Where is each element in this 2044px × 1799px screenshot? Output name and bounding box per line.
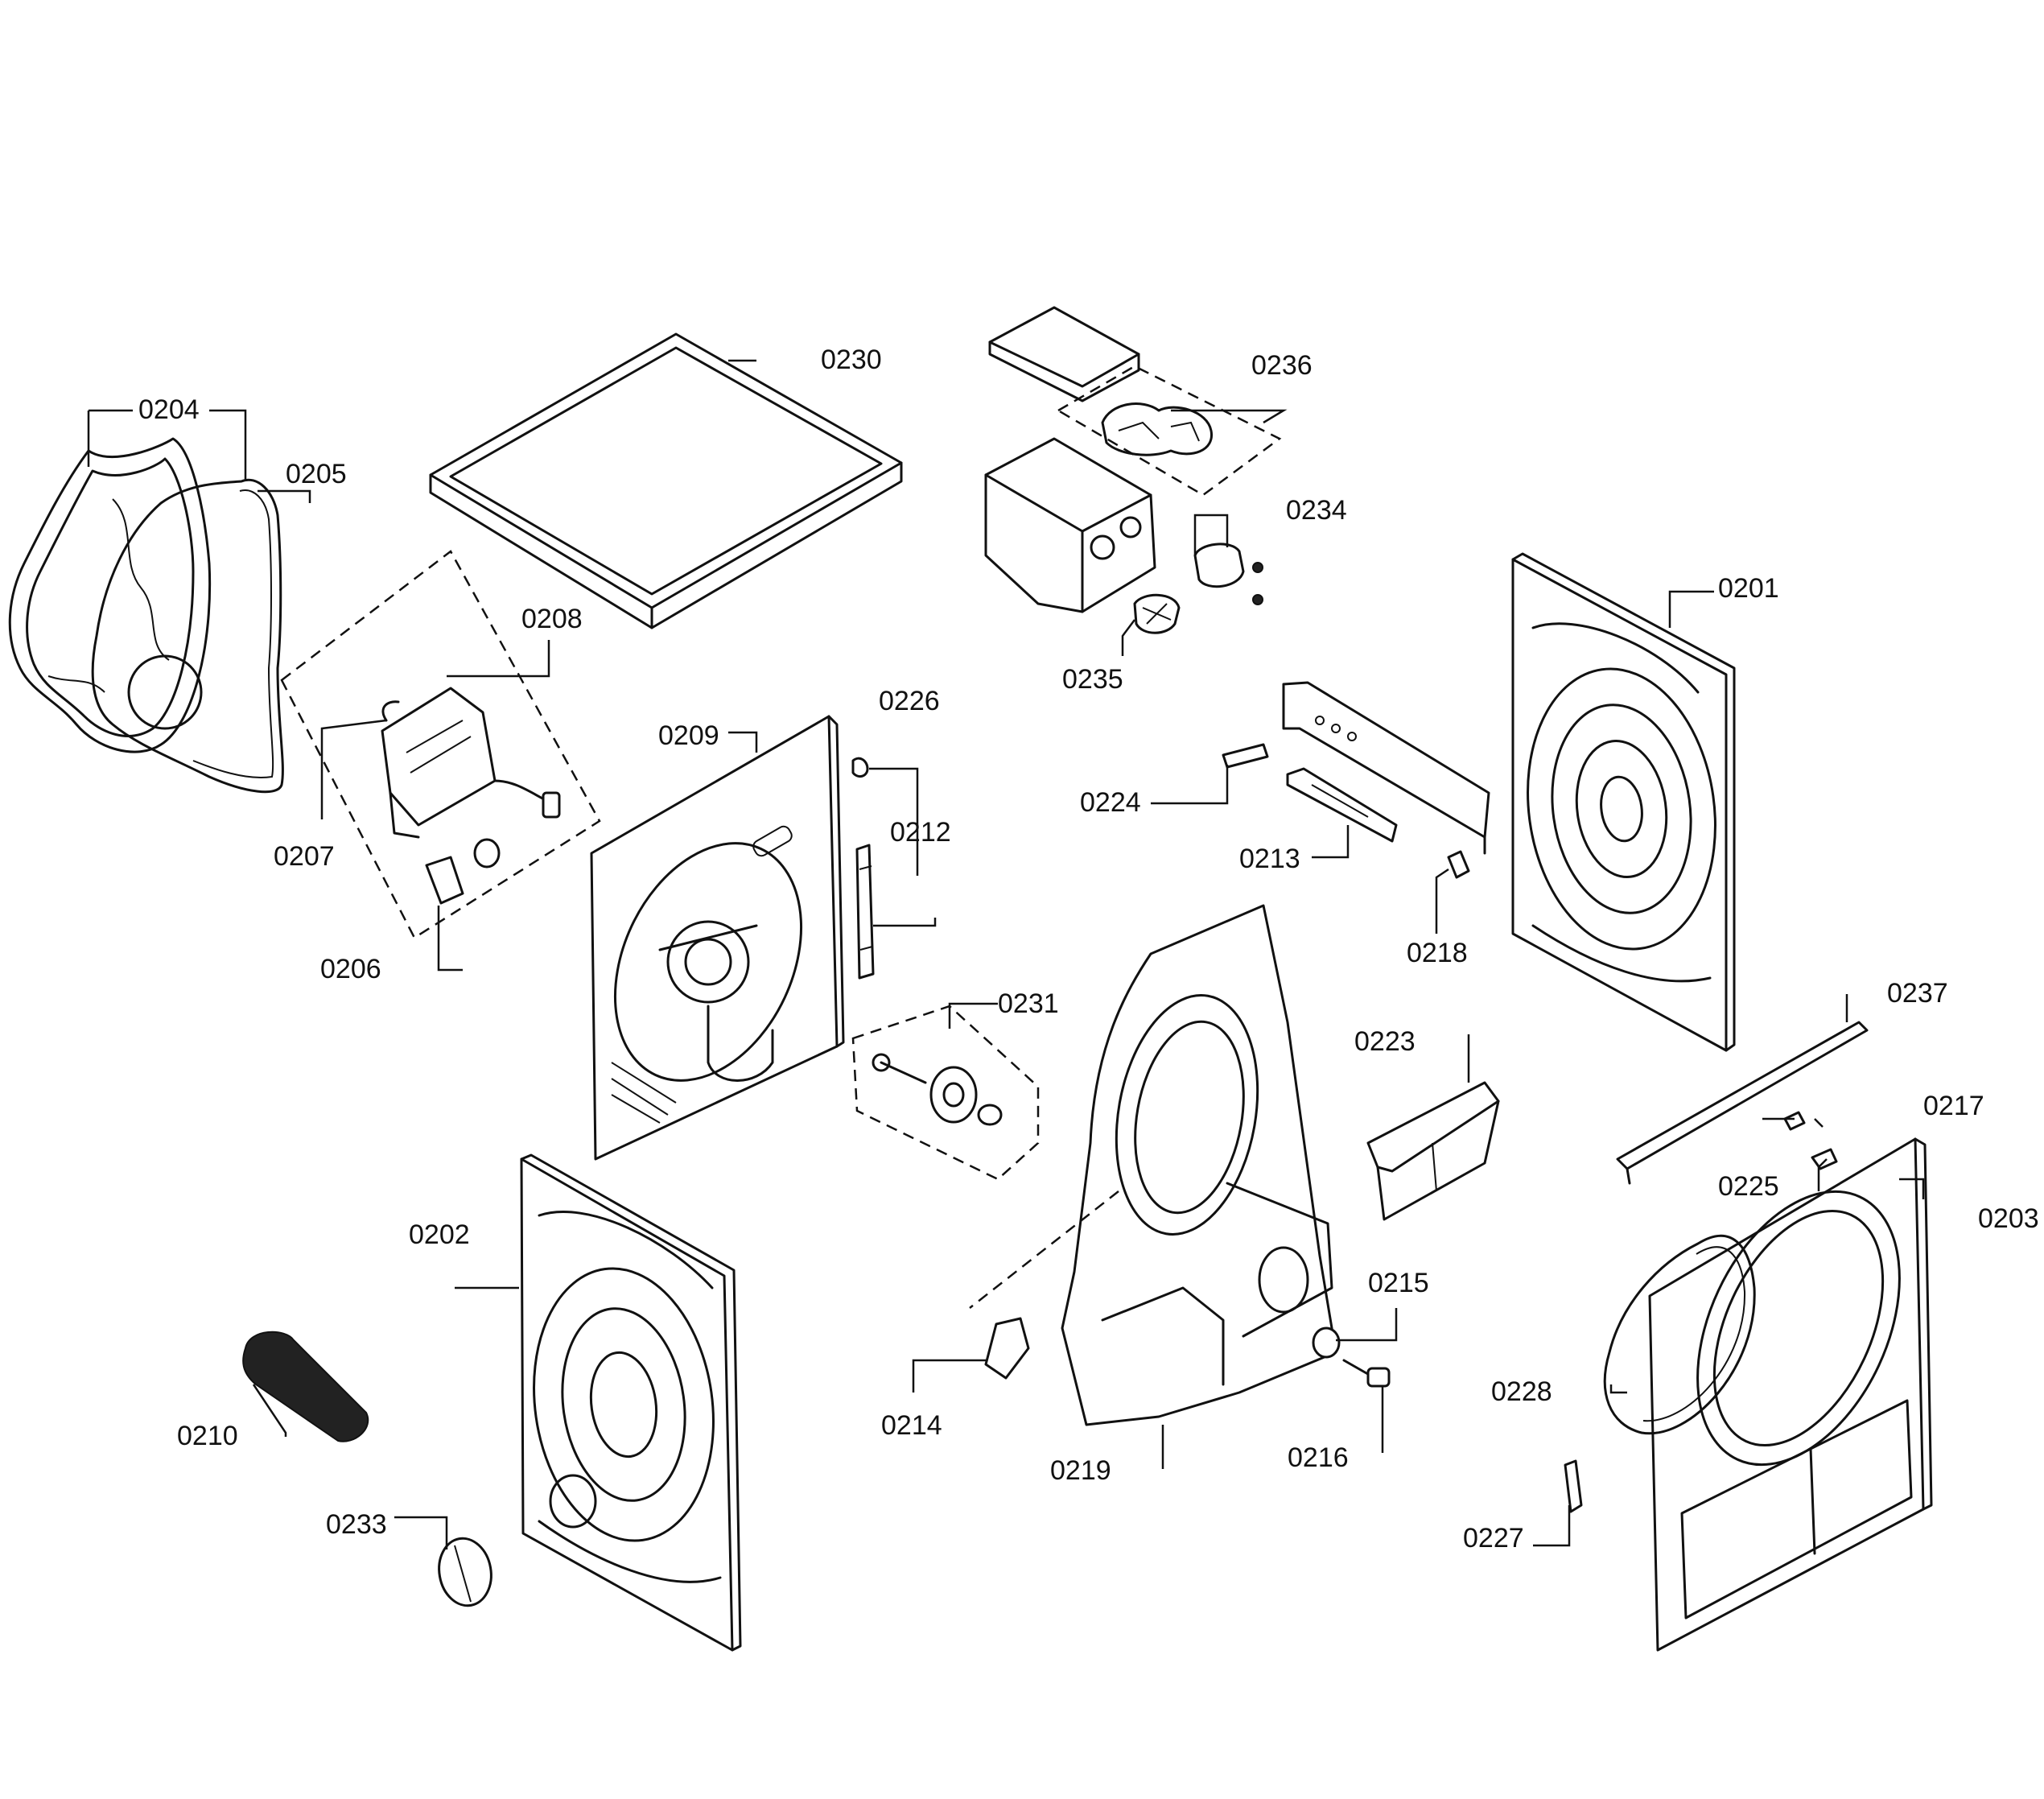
label-0201: 0201 bbox=[1718, 573, 1779, 604]
part-clip-0225 bbox=[1783, 1111, 1806, 1131]
label-0233: 0233 bbox=[326, 1509, 387, 1540]
label-0215: 0215 bbox=[1368, 1268, 1429, 1298]
part-heater-assembly bbox=[280, 550, 601, 939]
part-top-panel bbox=[429, 332, 903, 629]
part-side-panel-left bbox=[520, 1153, 742, 1652]
label-0224: 0224 bbox=[1080, 787, 1141, 818]
label-0234: 0234 bbox=[1286, 495, 1347, 526]
label-0209: 0209 bbox=[658, 720, 719, 751]
part-drum-bearing-frame bbox=[8, 437, 212, 753]
label-0208: 0208 bbox=[521, 604, 583, 634]
label-0216: 0216 bbox=[1288, 1442, 1349, 1473]
label-0231: 0231 bbox=[998, 988, 1059, 1019]
part-front-panel bbox=[1648, 1137, 1933, 1652]
part-sensor-0234 bbox=[1193, 543, 1263, 605]
part-clip-0217 bbox=[1811, 1148, 1838, 1170]
label-0228: 0228 bbox=[1491, 1376, 1552, 1407]
part-door-switch bbox=[984, 1317, 1030, 1380]
label-0218: 0218 bbox=[1407, 938, 1468, 968]
label-0235: 0235 bbox=[1062, 664, 1123, 695]
part-vent-cover bbox=[438, 1537, 492, 1607]
label-0227: 0227 bbox=[1463, 1523, 1524, 1553]
part-control-board bbox=[1282, 681, 1490, 855]
part-clip-0226 bbox=[851, 757, 869, 778]
label-0219: 0219 bbox=[1050, 1455, 1111, 1486]
label-0226: 0226 bbox=[879, 686, 940, 716]
label-0223: 0223 bbox=[1354, 1026, 1416, 1057]
label-0237: 0237 bbox=[1887, 978, 1948, 1009]
part-drum-seal-loop bbox=[91, 478, 284, 794]
label-0203: 0203 bbox=[1978, 1203, 2039, 1234]
part-labels: 0230 0204 0205 0236 0234 0235 0201 0208 … bbox=[138, 345, 2039, 1553]
part-0215 bbox=[1312, 1327, 1341, 1359]
label-0206: 0206 bbox=[320, 954, 381, 984]
part-bracket-0212 bbox=[855, 844, 875, 980]
part-top-rail bbox=[1616, 1021, 1869, 1185]
label-0210: 0210 bbox=[177, 1421, 238, 1451]
part-vent-duct bbox=[242, 1331, 369, 1442]
label-0213: 0213 bbox=[1239, 844, 1300, 874]
label-0230: 0230 bbox=[821, 345, 882, 375]
label-0212: 0212 bbox=[890, 817, 951, 848]
part-idler-pulley-assembly bbox=[851, 1005, 1040, 1181]
label-0202: 0202 bbox=[409, 1219, 470, 1250]
label-0217: 0217 bbox=[1923, 1091, 1984, 1121]
part-side-panel-right bbox=[1511, 552, 1736, 1052]
part-rear-panel bbox=[590, 715, 845, 1161]
part-sensor-0235 bbox=[1133, 593, 1181, 634]
part-front-bulkhead bbox=[969, 904, 1337, 1426]
part-switch-0224 bbox=[1222, 743, 1269, 769]
label-0236: 0236 bbox=[1251, 350, 1313, 381]
label-0225: 0225 bbox=[1718, 1171, 1779, 1202]
part-lint-filter bbox=[1366, 1081, 1500, 1221]
part-clip-0227 bbox=[1564, 1459, 1583, 1513]
part-keypad-0213 bbox=[1286, 767, 1398, 843]
part-clip-0218 bbox=[1447, 850, 1470, 879]
label-0207: 0207 bbox=[274, 841, 335, 872]
leader-lines bbox=[87, 359, 1925, 1549]
label-0205: 0205 bbox=[286, 459, 347, 489]
label-0214: 0214 bbox=[881, 1410, 942, 1441]
part-electrical-box bbox=[984, 306, 1282, 613]
label-0204: 0204 bbox=[138, 394, 200, 425]
part-0216 bbox=[1342, 1359, 1391, 1388]
part-door-seal bbox=[1603, 1234, 1756, 1435]
